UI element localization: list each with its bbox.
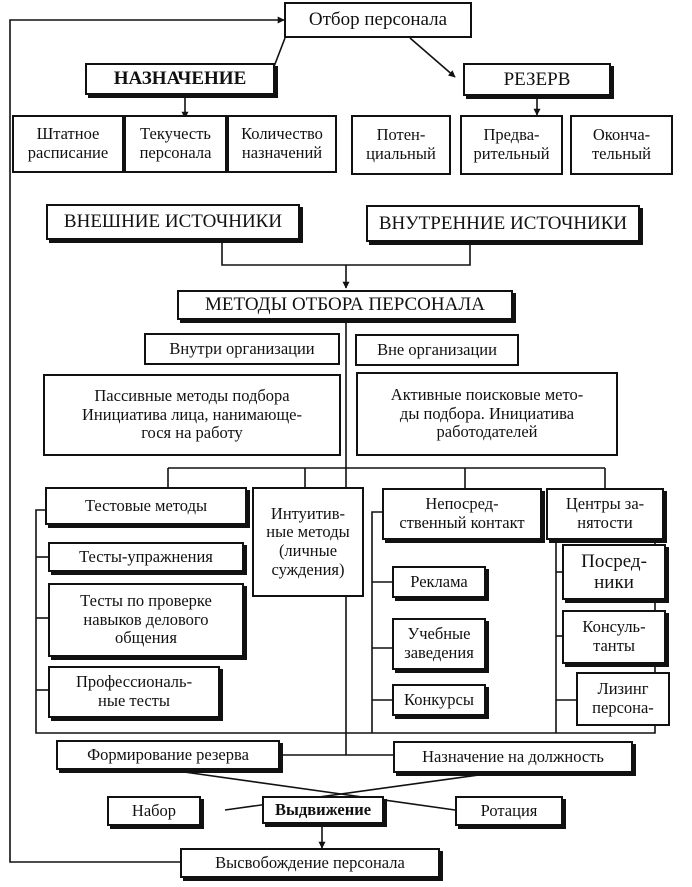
node-nabor: Набор (107, 796, 201, 826)
node-vneshnie: ВНЕШНИЕ ИСТОЧНИКИ (46, 204, 300, 240)
node-testovye: Тестовые методы (45, 487, 247, 525)
node-vne-org: Вне организации (355, 334, 519, 366)
node-potencialny: Потен- циальный (351, 115, 451, 175)
node-vnutrennie: ВНУТРЕННИЕ ИСТОЧНИКИ (366, 205, 640, 242)
arrow-to-rezerv (409, 37, 456, 78)
node-naznachenie: НАЗНАЧЕНИЕ (85, 63, 275, 95)
node-professionalnye: Профессиональ- ные тесты (48, 666, 220, 718)
node-lizing: Лизинг персона- (576, 672, 670, 726)
node-intuitivnye: Интуитив- ные методы (личные суждения) (252, 487, 364, 597)
node-posredniki: Посред- ники (562, 544, 666, 600)
node-predvaritelny: Предва- рительный (460, 115, 563, 175)
node-passivnye: Пассивные методы подбора Инициатива лица… (43, 374, 341, 456)
node-vysvobozhdenie: Высвобождение персонала (180, 848, 440, 878)
line-vneshnie-down (221, 240, 471, 266)
node-konsultanty: Консуль- танты (562, 610, 666, 664)
node-okonchatelny: Оконча- тельный (570, 115, 673, 175)
node-centry: Центры за- нятости (546, 488, 664, 540)
node-konkursy: Конкурсы (392, 684, 486, 716)
node-metody: МЕТОДЫ ОТБОРА ПЕРСОНАЛА (177, 290, 513, 320)
node-shtatnoe: Штатное расписание (12, 115, 124, 173)
node-uchebnye: Учебные заведения (392, 618, 486, 670)
node-testy-upr: Тесты-упражнения (48, 542, 244, 572)
node-otbor: Отбор персонала (284, 2, 472, 38)
node-aktivnye: Активные поисковые мето- ды подбора. Ини… (356, 372, 618, 456)
node-vnutri-org: Внутри организации (144, 333, 340, 365)
node-reklama: Реклама (392, 566, 486, 598)
node-rotaciya: Ротация (455, 796, 563, 826)
node-formirovanie: Формирование резерва (56, 740, 280, 770)
node-rezerv: РЕЗЕРВ (463, 63, 611, 96)
node-kolichestvo: Количество назначений (227, 115, 337, 173)
node-naznachenie-dolzh: Назначение на должность (393, 741, 633, 773)
node-tekuchest: Текучесть персонала (124, 115, 227, 173)
node-neposredstvenny: Непосред- ственный контакт (382, 488, 542, 540)
bracket-neposredstvenny (371, 511, 382, 733)
node-testy-navyki: Тесты по проверке навыков делового общен… (48, 583, 244, 657)
cross-nabor (169, 769, 456, 811)
feedback-loop (9, 16, 285, 863)
node-vydvizhenie: Выдвижение (262, 796, 384, 824)
